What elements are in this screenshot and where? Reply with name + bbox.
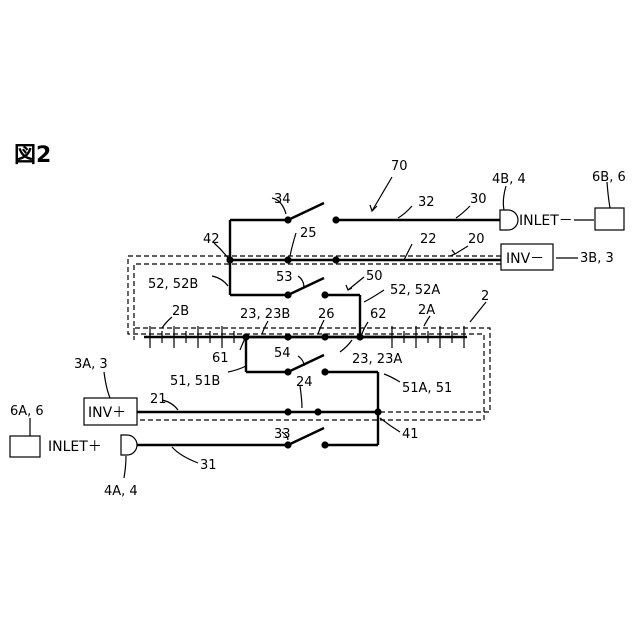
label-41: 41: [402, 427, 419, 442]
relay-53-blade: [288, 278, 324, 295]
label-4a: 4A, 4: [104, 484, 138, 499]
label-54: 54: [274, 346, 291, 361]
label-3a: 3A, 3: [74, 357, 108, 372]
label-52a: 52, 52A: [390, 283, 440, 298]
label-2: 2: [481, 289, 489, 304]
label-21: 21: [150, 392, 167, 407]
label-50: 50: [366, 269, 383, 284]
label-24: 24: [296, 375, 313, 390]
label-31: 31: [200, 458, 217, 473]
label-25: 25: [300, 226, 317, 241]
box-6a: [10, 436, 40, 457]
junction-dots: [226, 216, 381, 448]
label-30: 30: [470, 192, 487, 207]
inlet-minus-label: INLET－: [519, 213, 573, 229]
label-70: 70: [391, 159, 408, 174]
label-61: 61: [212, 351, 229, 366]
label-2a: 2A: [418, 303, 435, 318]
relay-33-blade: [288, 428, 324, 445]
label-42: 42: [203, 232, 220, 247]
inv-minus-label: INV－: [506, 251, 544, 267]
inlet-plus-connector: [121, 435, 137, 455]
label-53: 53: [276, 270, 293, 285]
label-6a: 6A, 6: [10, 404, 44, 419]
figure-title: 図2: [14, 143, 51, 168]
label-23b: 23, 23B: [240, 307, 290, 322]
label-22: 22: [420, 232, 437, 247]
relay-54-blade: [288, 355, 324, 372]
label-32: 32: [418, 195, 435, 210]
label-52b: 52, 52B: [148, 277, 198, 292]
label-23a: 23, 23A: [352, 352, 402, 367]
reference-labels: 70 34 32 30 4B, 4 6B, 6 42 25 22 20 3B, …: [10, 159, 626, 499]
label-4b: 4B, 4: [492, 172, 526, 187]
label-26: 26: [318, 307, 335, 322]
label-3b: 3B, 3: [580, 251, 614, 266]
label-33: 33: [274, 427, 291, 442]
label-51a: 51A, 51: [402, 381, 452, 396]
box-6b: [595, 208, 624, 230]
label-34: 34: [274, 192, 291, 207]
inlet-plus-label: INLET＋: [48, 439, 102, 455]
relay-34-blade: [288, 203, 324, 220]
label-62: 62: [370, 307, 387, 322]
label-2b: 2B: [172, 304, 189, 319]
label-51b: 51, 51B: [170, 374, 220, 389]
label-6b: 6B, 6: [592, 170, 626, 185]
inlet-minus-connector: [500, 210, 518, 230]
inv-plus-label: INV＋: [88, 405, 126, 421]
label-20: 20: [468, 232, 485, 247]
